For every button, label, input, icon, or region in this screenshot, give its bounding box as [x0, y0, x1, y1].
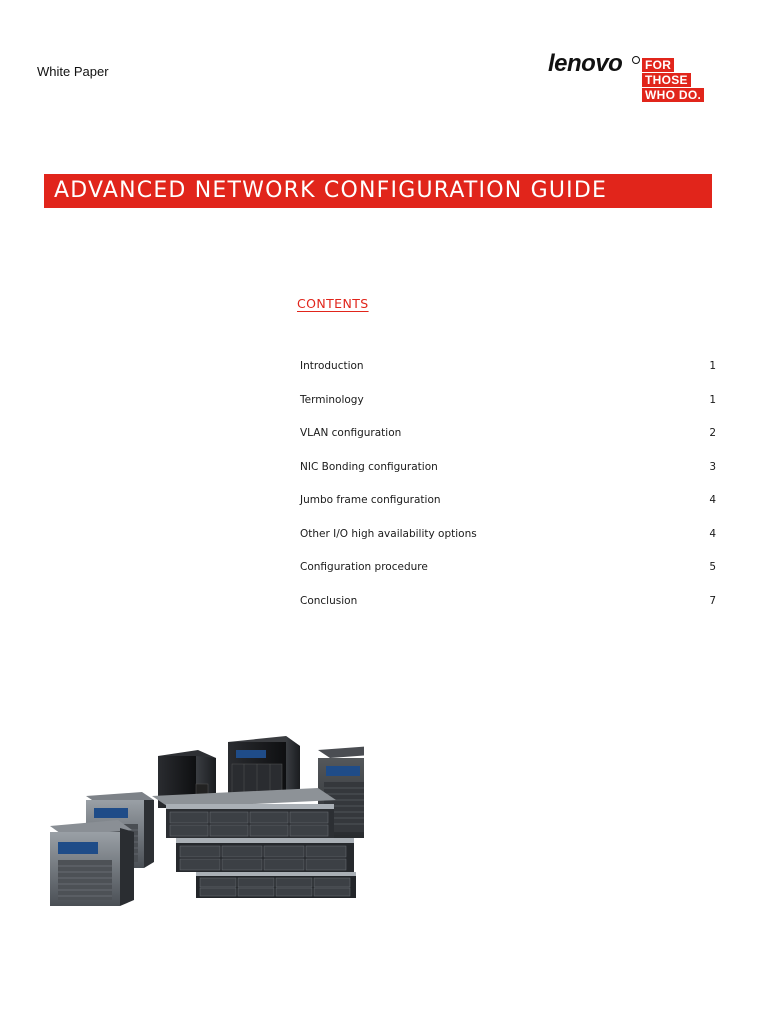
- toc-entry-page: 1: [709, 393, 716, 406]
- toc-entry[interactable]: Conclusion 7: [300, 595, 716, 629]
- toc-entry[interactable]: Configuration procedure 5: [300, 561, 716, 595]
- toc-entry-page: 5: [709, 561, 716, 573]
- desktop-nas-front-left: [50, 820, 134, 906]
- toc-entry-page: 1: [709, 360, 716, 372]
- toc-entry-title: Terminology: [300, 393, 364, 406]
- storage-devices-image: [50, 736, 364, 906]
- toc-entry[interactable]: Jumbo frame configuration 4: [300, 494, 716, 528]
- logo-tagline-line-2: THOSE: [642, 73, 691, 87]
- toc-entry-title: Other I/O high availability options: [300, 527, 477, 540]
- toc-entry[interactable]: Introduction 1: [300, 360, 716, 394]
- toc-entry-page: 4: [709, 494, 716, 506]
- toc-entry-title: Conclusion: [300, 594, 358, 607]
- toc-entry[interactable]: Other I/O high availability options 4: [300, 528, 716, 562]
- toc-entry-title: Introduction: [300, 360, 364, 372]
- toc-entry-title: VLAN configuration: [300, 427, 402, 439]
- toc-entry-title: Jumbo frame configuration: [300, 494, 441, 506]
- rackmount-nas-units: [152, 788, 356, 898]
- logo-tagline-line-3: WHO DO.: [642, 88, 705, 102]
- toc-entry-title: Configuration procedure: [300, 561, 428, 573]
- toc-entry-page: 7: [709, 594, 716, 607]
- toc-entry[interactable]: NIC Bonding configuration 3: [300, 461, 716, 495]
- registered-mark-icon: [632, 56, 640, 64]
- title-banner: ADVANCED NETWORK CONFIGURATION GUIDE: [44, 174, 712, 208]
- table-of-contents: Introduction 1 Terminology 1 VLAN config…: [300, 360, 716, 628]
- toc-entry[interactable]: Terminology 1: [300, 394, 716, 428]
- toc-entry-title: NIC Bonding configuration: [300, 460, 438, 473]
- logo-wordmark: lenovo: [548, 50, 623, 77]
- contents-heading: CONTENTS: [297, 296, 369, 311]
- toc-entry-page: 4: [709, 527, 716, 540]
- document-type-label: White Paper: [37, 64, 109, 79]
- lenovo-logo: lenovo FOR THOSE WHO DO.: [546, 50, 722, 108]
- toc-entry[interactable]: VLAN configuration 2: [300, 427, 716, 461]
- toc-entry-page: 2: [709, 427, 716, 439]
- document-title: ADVANCED NETWORK CONFIGURATION GUIDE: [54, 178, 608, 203]
- toc-entry-page: 3: [709, 460, 716, 473]
- logo-tagline-line-1: FOR: [642, 58, 675, 72]
